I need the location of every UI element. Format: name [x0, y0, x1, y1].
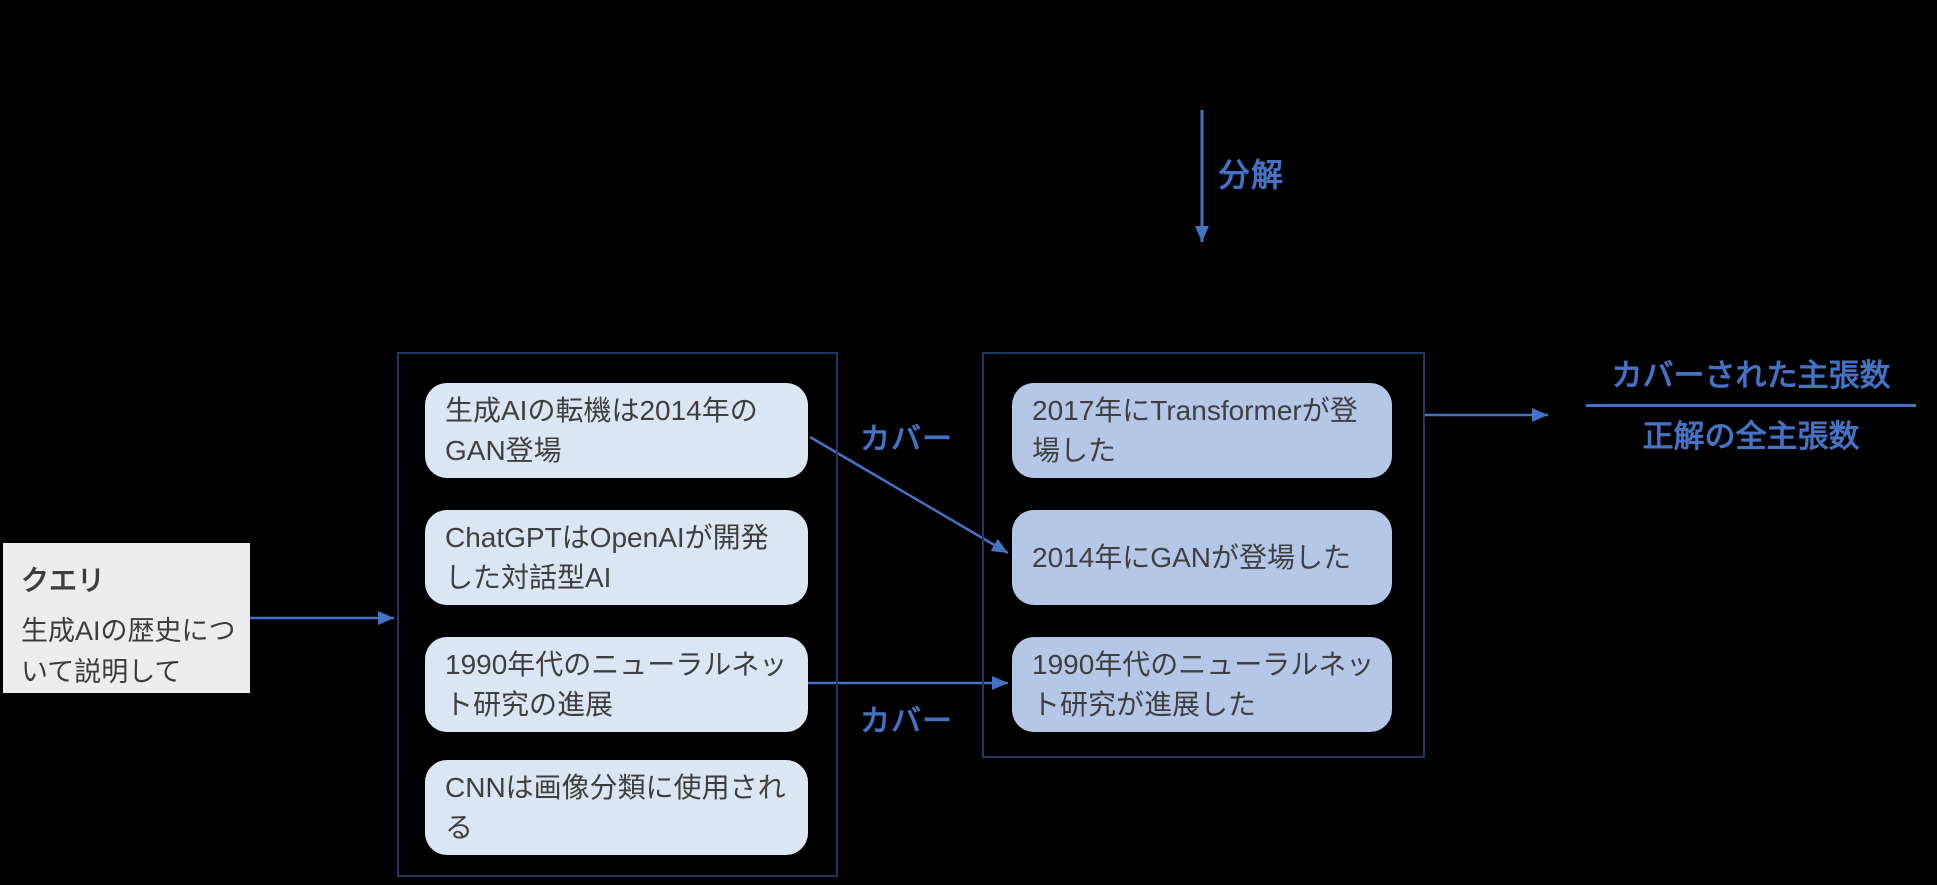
reference-claim: 2017年にTransformerが登場した	[1012, 383, 1392, 478]
answer-claim: ChatGPTはOpenAIが開発した対話型AI	[425, 510, 808, 605]
decompose-label: 分解	[1218, 157, 1285, 193]
cover-label-lower: カバー	[860, 705, 953, 738]
query-text: 生成AIの歴史について説明して	[21, 616, 236, 687]
answer-claim: 1990年代のニューラルネット研究の進展	[425, 637, 808, 732]
reference-claims-container	[982, 352, 1425, 758]
answer-claim: 生成AIの転機は2014年のGAN登場	[425, 383, 808, 478]
coverage-formula: カバーされた主張数 正解の全主張数	[1583, 356, 1919, 457]
reference-claim: 2014年にGANが登場した	[1012, 510, 1392, 605]
answer-claims-container	[397, 352, 838, 877]
fraction-divider-line	[1586, 404, 1916, 407]
cover-label-upper: カバー	[860, 423, 953, 456]
formula-denominator: 正解の全主張数	[1642, 419, 1860, 454]
reference-claim: 1990年代のニューラルネット研究が進展した	[1012, 637, 1392, 732]
answer-claim: CNNは画像分類に使用される	[425, 760, 808, 855]
query-title: クエリ	[21, 565, 106, 596]
query-box: クエリ 生成AIの歴史について説明して	[3, 543, 250, 693]
formula-numerator: カバーされた主張数	[1611, 358, 1891, 393]
